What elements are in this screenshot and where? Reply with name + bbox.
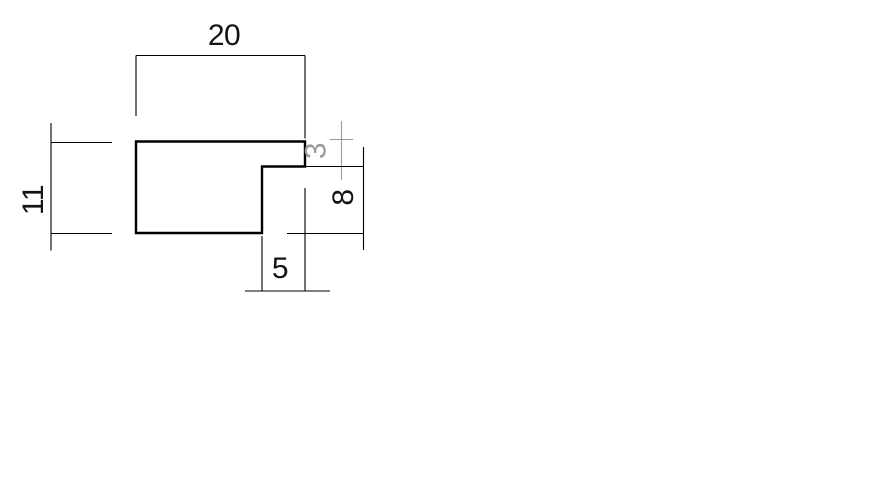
dimension-value-overall-width[interactable]: 20 bbox=[208, 19, 241, 52]
dimension-value-overall-height[interactable]: 11 bbox=[17, 185, 50, 215]
part-outline-edge[interactable] bbox=[134, 140, 307, 235]
dimension-overall-height: 11 bbox=[17, 123, 112, 251]
dimension-flange-thickness: 3 bbox=[300, 121, 353, 180]
dimension-overall-width: 20 bbox=[135, 19, 306, 139]
dimension-notch-width: 5 bbox=[245, 188, 330, 292]
dimension-value-flange-thickness[interactable]: 3 bbox=[300, 143, 333, 159]
dimension-value-notch-height[interactable]: 8 bbox=[327, 189, 360, 205]
part-outline-group bbox=[134, 140, 307, 235]
dimension-notch-height: 8 bbox=[287, 147, 365, 250]
dimension-value-notch-width[interactable]: 5 bbox=[272, 252, 289, 285]
